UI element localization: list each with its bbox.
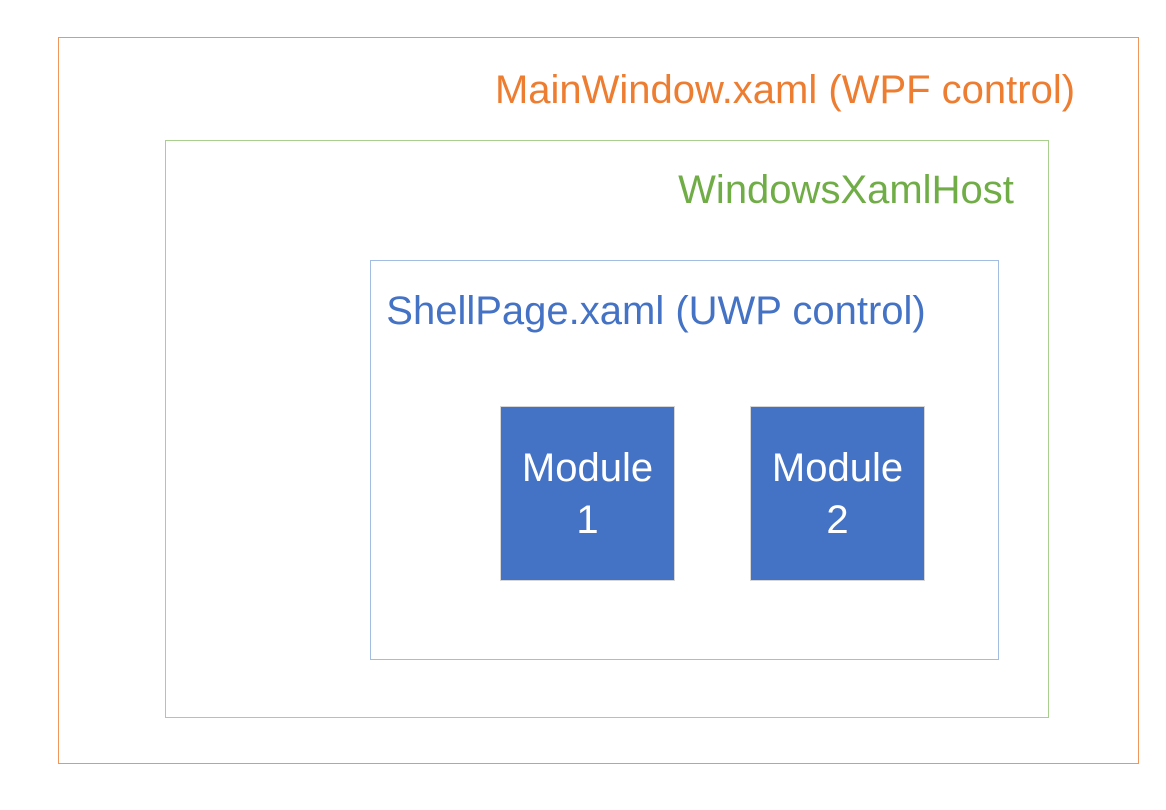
- mainwindow-box: [58, 37, 1139, 764]
- module-1-label-line1: Module: [521, 445, 654, 490]
- shellpage-label: ShellPage.xaml (UWP control): [386, 289, 926, 333]
- module-2-label-line1: Module: [771, 445, 904, 490]
- windowsxamlhost-label: WindowsXamlHost: [678, 168, 1014, 212]
- module-1-label-line2: 1: [576, 497, 599, 542]
- shellpage-box: [370, 260, 999, 660]
- mainwindow-label: MainWindow.xaml (WPF control): [494, 68, 1076, 112]
- module-2-box: Module 2: [750, 406, 925, 581]
- module-1-box: Module 1: [500, 406, 675, 581]
- windowsxamlhost-box: [165, 140, 1049, 718]
- module-2-label-line2: 2: [826, 497, 849, 542]
